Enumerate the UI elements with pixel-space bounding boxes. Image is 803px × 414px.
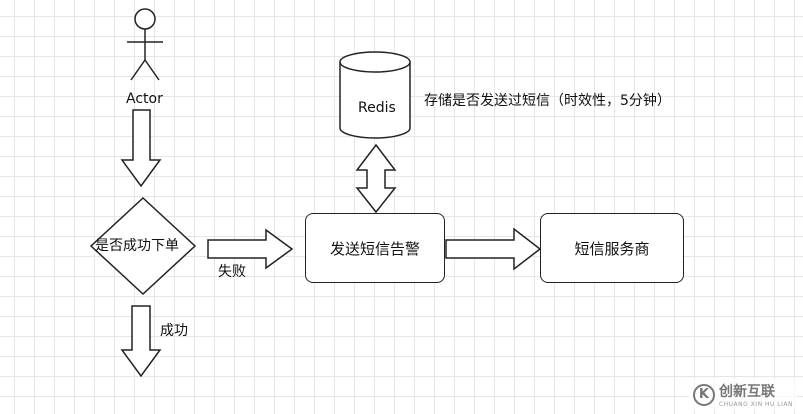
redis-cylinder: [339, 51, 411, 139]
sms-provider-box: 短信服务商: [540, 213, 684, 283]
redis-note: 存储是否发送过短信（时效性，5分钟）: [424, 93, 671, 109]
send-alert-box: 发送短信告警: [305, 213, 445, 283]
sms-provider-label: 短信服务商: [574, 239, 650, 258]
send-alert-label: 发送短信告警: [329, 239, 420, 258]
arrow-fail-right: [207, 228, 294, 270]
watermark: K 创新互联 CHUANG XIN HU LIAN: [688, 379, 797, 410]
success-label: 成功: [160, 323, 188, 339]
watermark-subtext: CHUANG XIN HU LIAN: [718, 401, 793, 408]
arrow-actor-to-decision: [120, 109, 162, 188]
actor-figure: [127, 8, 163, 81]
decision-label: 是否成功下单: [95, 238, 179, 254]
decision-diamond: [89, 196, 197, 296]
redis-label: Redis: [358, 100, 396, 116]
fail-label: 失败: [218, 264, 246, 280]
arrow-success-down: [120, 305, 162, 378]
arrow-redis-bidirectional: [355, 143, 397, 214]
watermark-text: 创新互联: [718, 384, 775, 400]
watermark-logo-icon: K: [692, 383, 715, 406]
arrow-send-to-provider: [445, 227, 542, 271]
actor-label: Actor: [126, 91, 163, 107]
